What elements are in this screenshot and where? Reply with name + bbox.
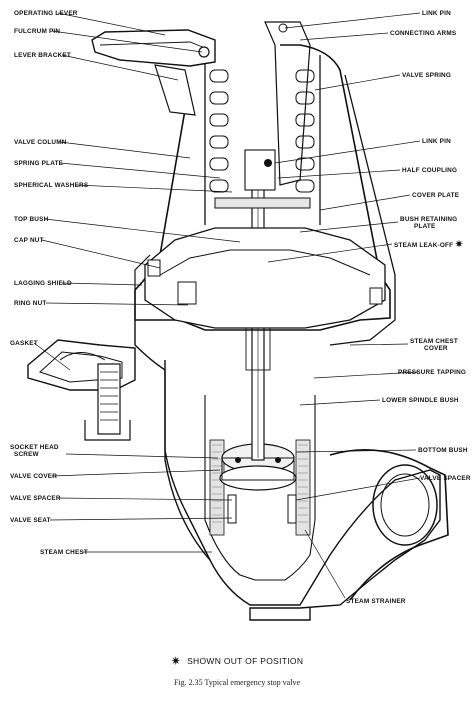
label-steam-chest-cover-line1: STEAM CHEST [410, 338, 459, 345]
spring-plate [214, 197, 311, 209]
label-valve-cover: VALVE COVER [10, 473, 58, 480]
connecting-arms [264, 21, 311, 186]
label-valve-spacer-right: VALVE SPACER [420, 475, 471, 482]
half-coupling [244, 149, 276, 191]
outlet-pipe [329, 448, 449, 601]
label-spherical-washers: SPHERICAL WASHERS [14, 182, 89, 189]
cap-nut [147, 259, 161, 277]
label-fulcrum-pin: FULCRUM PIN [14, 28, 61, 35]
label-socket-head-line2: SCREW [14, 451, 39, 458]
figure-caption: Fig. 2.35 Typical emergency stop valve [173, 678, 300, 687]
label-steam-strainer: STEAM STRAINER [346, 598, 406, 605]
spring-housing [204, 55, 321, 225]
lever-bracket [154, 64, 196, 116]
label-pressure-tapping: PRESSURE TAPPING [398, 369, 467, 376]
outlet-flange [372, 464, 438, 546]
label-half-coupling: HALF COUPLING [402, 167, 458, 174]
label-top-bush: TOP BUSH [14, 216, 49, 223]
operating-lever [91, 29, 216, 67]
label-bush-retaining-line2: PLATE [414, 223, 436, 230]
label-bush-retaining-line1: BUSH RETAINING [400, 216, 458, 223]
label-valve-column: VALVE COLUMN [14, 139, 67, 146]
footnote: ✷ SHOWN OUT OF POSITION [0, 654, 474, 668]
star-icon: ✷ [455, 239, 463, 249]
label-socket-head-screw: SOCKET HEAD SCREW [10, 444, 59, 458]
lower-body-left [164, 360, 211, 561]
cover-plate [144, 227, 386, 329]
fulcrum-pin [198, 46, 210, 58]
label-steam-chest-cover: STEAM CHEST COVER [410, 338, 458, 352]
star-icon: ✷ [170, 654, 182, 668]
label-steam-leak-off-text: STEAM LEAK-OFF [394, 242, 454, 249]
label-cover-plate: COVER PLATE [412, 192, 460, 199]
label-bottom-bush: BOTTOM BUSH [418, 447, 468, 454]
footnote-text: SHOWN OUT OF POSITION [187, 656, 304, 666]
label-link-pin-top: LINK PIN [422, 10, 451, 17]
label-gasket: GASKET [10, 340, 38, 347]
link-pin [264, 159, 272, 167]
label-lower-spindle-bush: LOWER SPINDLE BUSH [382, 397, 459, 404]
label-valve-spring: VALVE SPRING [402, 72, 452, 79]
label-operating-lever: OPERATING LEVER [14, 10, 78, 17]
ring-nut [177, 281, 197, 305]
label-spring-plate: SPRING PLATE [14, 160, 64, 167]
label-steam-leak-off: STEAM LEAK-OFF ✷ [394, 239, 463, 250]
valve-spring [209, 69, 315, 193]
label-ring-nut: RING NUT [14, 300, 47, 307]
label-socket-head-line1: SOCKET HEAD [10, 444, 59, 451]
label-valve-spacer: VALVE SPACER [10, 495, 61, 502]
label-link-pin-mid: LINK PIN [422, 138, 451, 145]
label-bush-retaining-plate: BUSH RETAINING PLATE [400, 216, 457, 230]
label-valve-seat: VALVE SEAT [10, 517, 51, 524]
label-cap-nut: CAP NUT [14, 237, 44, 244]
label-connecting-arms: CONNECTING ARMS [390, 30, 457, 37]
valve-spacer [227, 494, 237, 524]
gasket-bolt [97, 363, 121, 435]
label-steam-chest-cover-line2: COVER [424, 345, 448, 352]
label-lagging-shield: LAGGING SHIELD [14, 280, 72, 287]
steam-strainer [209, 439, 225, 536]
label-lever-bracket: LEVER BRACKET [14, 52, 71, 59]
lower-body-inner [204, 395, 316, 581]
label-steam-chest: STEAM CHEST [40, 549, 89, 556]
lagging-shield [329, 74, 396, 346]
